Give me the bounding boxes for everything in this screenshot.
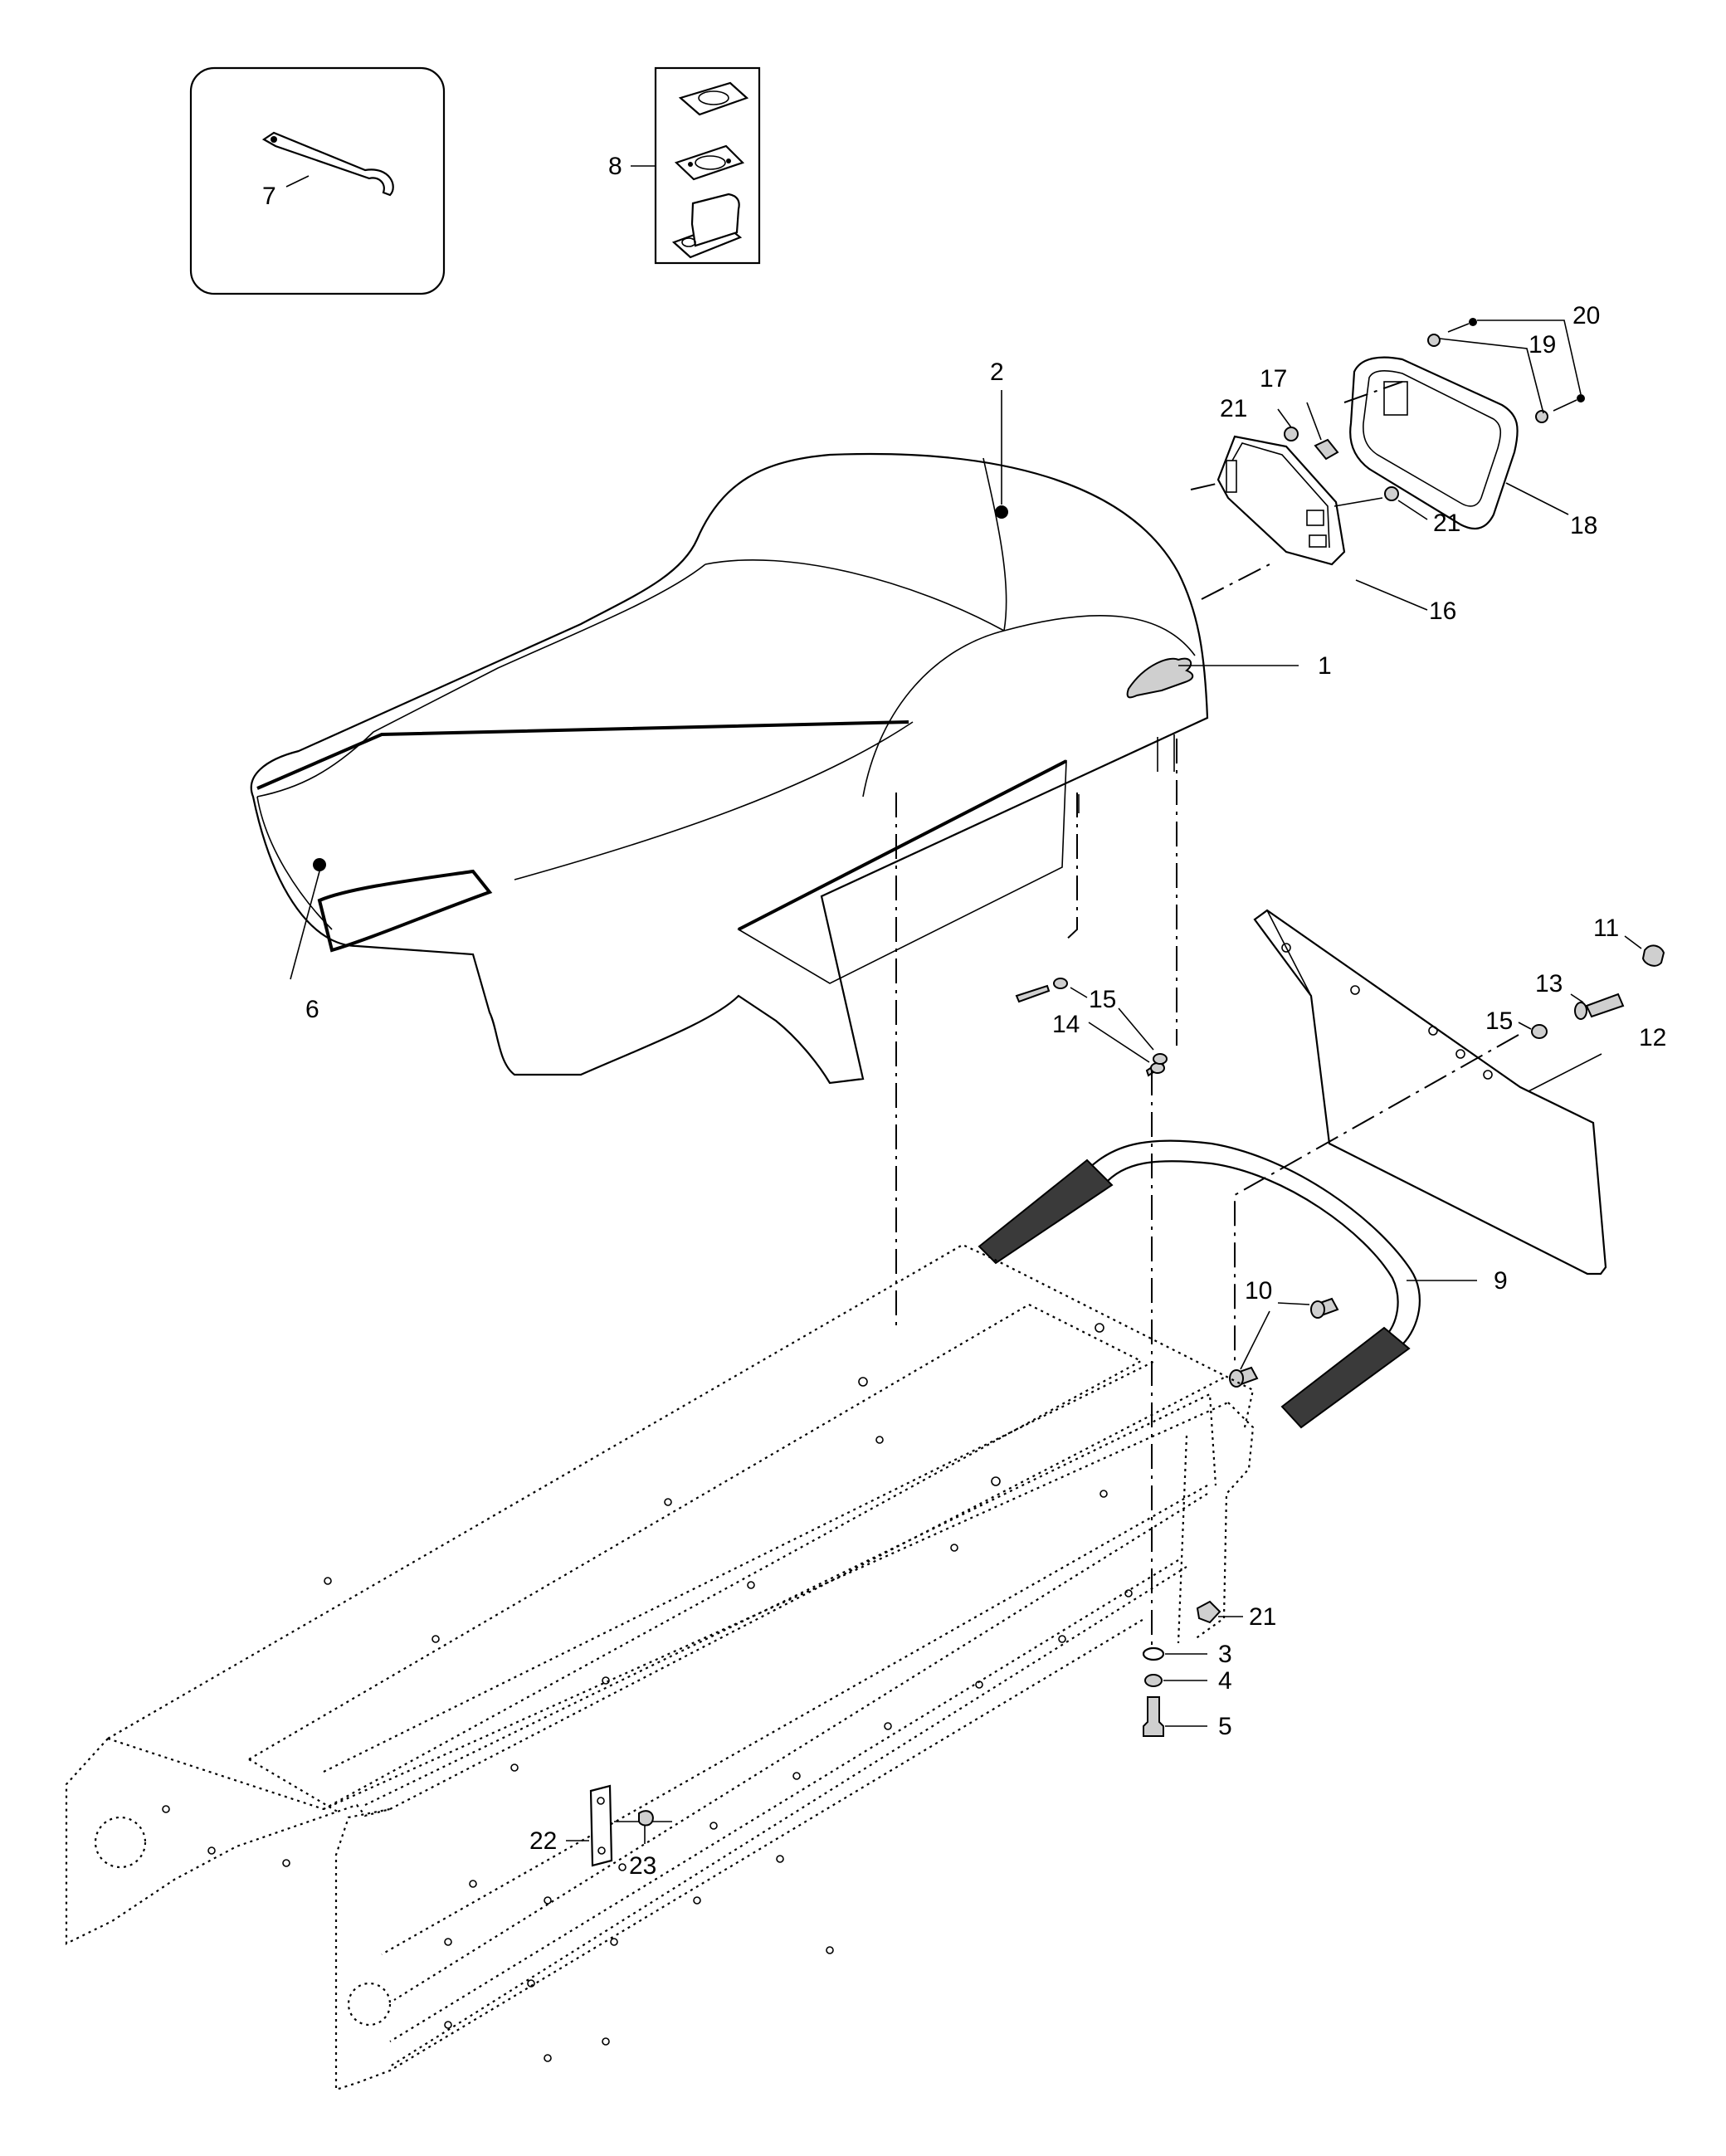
handle-bolts-10	[1229, 1297, 1339, 1388]
callout-6: 6	[305, 996, 319, 1023]
callout-23: 23	[629, 1852, 656, 1880]
handle-grip-left	[978, 1158, 1114, 1265]
callout-20: 20	[1572, 302, 1600, 329]
bolt-13	[1585, 993, 1625, 1018]
callout-8: 8	[608, 153, 622, 180]
callout-12: 12	[1639, 1024, 1666, 1051]
callout-21-middle: 21	[1433, 510, 1460, 537]
nut-21-bottom	[1196, 1600, 1221, 1624]
callout-11: 11	[1593, 915, 1619, 942]
callout-15-upper: 15	[1089, 986, 1116, 1013]
callout-2: 2	[990, 359, 1004, 386]
screw-20-upper	[1469, 318, 1477, 326]
washer-15	[1531, 1024, 1548, 1039]
callout-17: 17	[1260, 365, 1287, 393]
wrench-tool	[261, 131, 394, 197]
tool-inset-box	[189, 66, 446, 295]
bolt-5	[1143, 1696, 1164, 1737]
latch-22	[589, 1784, 672, 1867]
callout-10: 10	[1245, 1277, 1272, 1305]
nut-11	[1641, 944, 1665, 967]
washer-19-upper	[1427, 334, 1441, 347]
washer-3	[1142, 1646, 1165, 1661]
callout-19: 19	[1529, 331, 1556, 359]
callout-7: 7	[262, 183, 276, 210]
callout-18: 18	[1570, 512, 1597, 539]
flap-hardware	[1531, 944, 1665, 1039]
tail-light-fasteners	[1284, 318, 1585, 507]
seat-marker-2	[995, 505, 1008, 519]
nut-21-lower	[1384, 486, 1399, 501]
callout-13: 13	[1535, 970, 1563, 998]
callout-1: 1	[1318, 652, 1332, 680]
bumper-block	[671, 193, 743, 259]
tunnel-chassis	[65, 1243, 1255, 2091]
grab-handle-9	[978, 1139, 1421, 1429]
nut-21-upper	[1284, 427, 1299, 441]
tail-light-lens-18	[1349, 356, 1519, 530]
snow-flap-12	[1253, 909, 1607, 1276]
callout-14: 14	[1052, 1011, 1080, 1038]
pin-23	[638, 1810, 654, 1827]
bumper-kit-box	[654, 66, 761, 265]
handle-grip-right	[1280, 1326, 1411, 1429]
callout-5: 5	[1218, 1713, 1232, 1740]
seat-marker-6	[313, 858, 326, 871]
tail-light-housing-16	[1216, 435, 1346, 566]
callout-3: 3	[1218, 1641, 1232, 1668]
callout-4: 4	[1218, 1667, 1232, 1695]
washer-19-lower	[1535, 410, 1548, 423]
callout-22: 22	[529, 1827, 557, 1855]
seat-logo-decal	[1126, 657, 1194, 699]
seat-assembly	[250, 452, 1209, 1085]
callout-9: 9	[1494, 1267, 1508, 1295]
bumper-pad-top	[678, 81, 749, 116]
callout-15-lower: 15	[1485, 1007, 1513, 1035]
lock-washer-4	[1144, 1674, 1163, 1687]
callout-21-upper: 21	[1220, 395, 1247, 422]
bumper-plate	[674, 144, 745, 181]
rear-bolt-stack	[1142, 1600, 1221, 1737]
screw-20-lower	[1577, 394, 1585, 402]
connector-17	[1314, 438, 1339, 461]
callout-16: 16	[1429, 598, 1456, 625]
callout-21-lower: 21	[1249, 1603, 1276, 1631]
